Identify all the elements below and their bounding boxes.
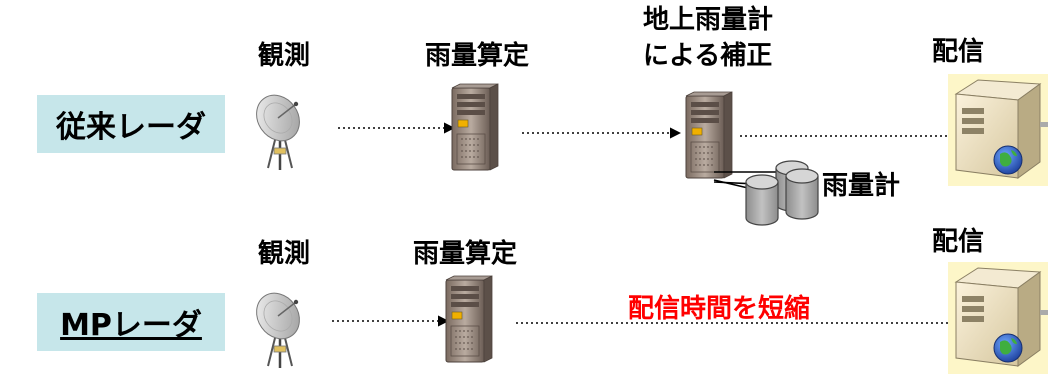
row2-server-tower-icon	[445, 275, 493, 363]
row1-gauge-link-2	[713, 179, 749, 189]
row1-label: 従来レーダ	[37, 95, 225, 153]
row2-deliver-label: 配信	[932, 227, 985, 257]
row2-note-label: 配信時間を短縮	[628, 294, 811, 324]
row2-label: MPレーダ	[37, 293, 225, 351]
row1-observe-label: 観測	[258, 41, 311, 71]
row2-compute-label: 雨量算定	[413, 239, 518, 269]
row1-deliver-label: 配信	[932, 37, 985, 67]
row2-observe-label: 観測	[258, 239, 311, 269]
row2-label-text: MPレーダ	[60, 308, 202, 343]
row1-label-text: 従来レーダ	[56, 110, 206, 145]
row1-compute-label: 雨量算定	[425, 41, 530, 71]
row1-gauge-label: 雨量計	[822, 171, 901, 201]
row2-satellite-dish-icon	[246, 283, 310, 370]
row1-correct-label-line2: による補正	[643, 41, 773, 71]
row2-delivery-server-icon	[947, 261, 1049, 374]
row1-correct-label-line1: 地上雨量計	[643, 5, 774, 35]
